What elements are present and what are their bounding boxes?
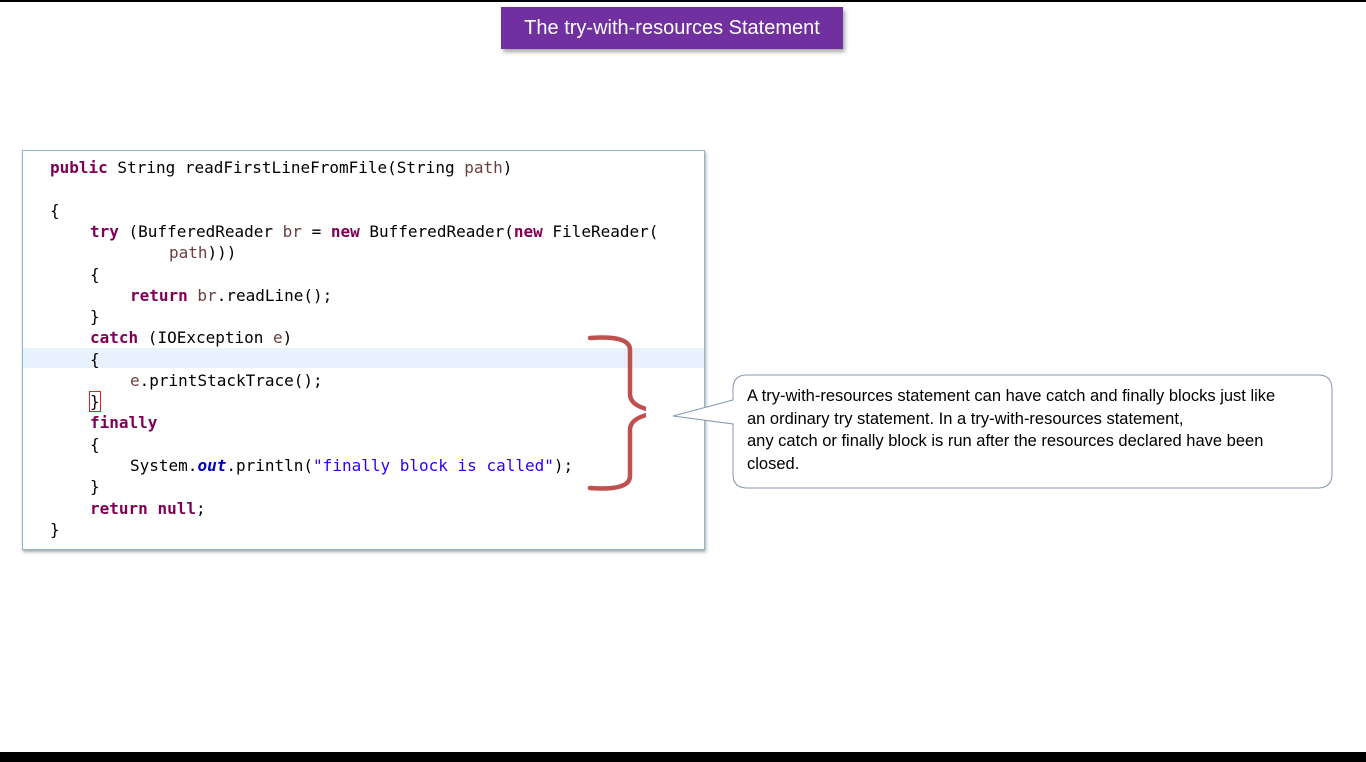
code-var: path [169,243,208,262]
code-text: (BufferedReader [118,222,283,241]
code-text: ) [502,158,513,177]
code-line-14: System.out.println("finally block is cal… [130,455,573,476]
code-line-6: return br.readLine(); [130,285,332,306]
keyword-catch: catch [90,328,139,347]
keyword-new: new [513,222,543,241]
keyword-return: return [130,286,188,305]
code-text: (IOException [138,328,274,347]
code-line-7: } [90,307,100,326]
code-text: .readLine(); [216,286,333,305]
code-var: br [187,286,217,305]
code-text: = [301,222,331,241]
code-var: br [282,222,302,241]
callout-line-2: an ordinary try statement. In a try-with… [747,409,1184,428]
code-line-17: } [50,520,60,539]
keyword-null: null [157,499,196,518]
code-line-12: finally [90,412,157,433]
code-field: out [197,456,227,475]
code-line-11: } [89,391,101,412]
callout-line-1: A try-with-resources statement can have … [747,387,1276,405]
keyword-return: return [90,499,148,518]
matched-bracket: } [89,391,101,412]
callout-line-4: closed. [747,454,800,473]
code-text: System. [130,456,198,475]
top-border [0,0,1366,2]
code-line-9: { [90,350,100,369]
keyword-public: public [50,158,108,177]
code-line-3: try (BufferedReader br = new BufferedRea… [90,221,658,242]
code-text: .printStackTrace(); [139,371,323,390]
code-var: path [464,158,503,177]
code-var: e [273,328,283,347]
code-text: ) [282,328,293,347]
code-string: "finally block is called" [313,456,554,475]
code-text: BufferedReader( [359,222,514,241]
callout-bubble [672,374,1333,489]
curly-brace-shape [587,335,646,491]
code-line-15: } [90,477,100,496]
code-line-5: { [90,265,100,284]
code-text: FileReader( [542,222,659,241]
code-var: e [130,371,140,390]
code-snippet-panel: public String readFirstLineFromFile(Stri… [22,150,705,550]
code-text [148,499,158,518]
code-line-4: path))) [169,242,236,263]
code-text: .println( [226,456,314,475]
callout-line-3: any catch or finally block is run after … [747,432,1264,450]
code-line-2: { [50,201,60,220]
bottom-bar [0,752,1366,762]
code-line-10: e.printStackTrace(); [130,370,323,391]
callout-text: A try-with-resources statement can have … [747,385,1322,475]
keyword-new: new [330,222,360,241]
code-text: ); [553,456,574,475]
code-line-13: { [90,435,100,454]
slide-title: The try-with-resources Statement [501,7,843,49]
keyword-try: try [90,222,119,241]
code-line-1: public String readFirstLineFromFile(Stri… [50,157,512,178]
keyword-finally: finally [90,413,158,432]
code-line-16: return null; [90,498,206,519]
code-text: ; [195,499,206,518]
code-text: String readFirstLineFromFile(String [107,158,465,177]
code-text: ))) [207,243,237,262]
code-line-8: catch (IOException e) [90,327,292,348]
current-line-highlight [23,348,704,368]
